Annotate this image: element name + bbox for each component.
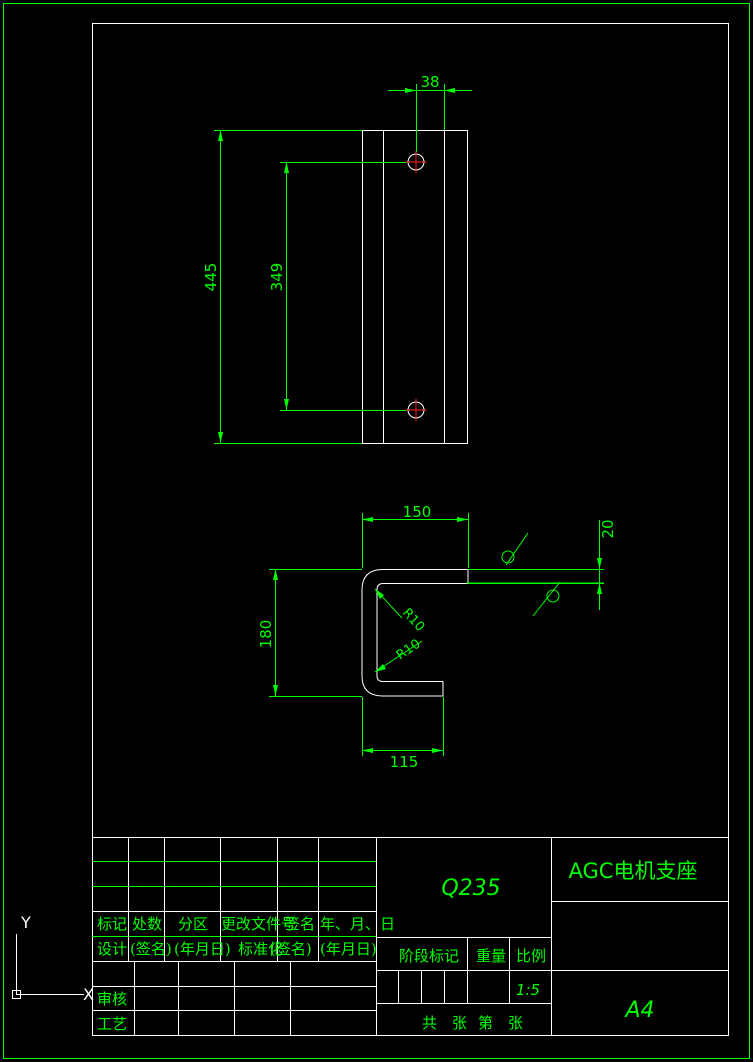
hdr-count: 处数	[132, 915, 162, 933]
standard-label: 标准化	[238, 940, 283, 958]
weld-symbol	[466, 532, 604, 617]
dim-349-label: 349	[268, 263, 286, 292]
radius-bottom-label: R10	[394, 637, 424, 664]
scale-value: 1:5	[516, 981, 540, 999]
dim-150: 150	[362, 503, 469, 568]
hole-top	[405, 151, 427, 173]
dim-115: 115	[362, 697, 444, 771]
sheet-unit-1: 张	[452, 1014, 467, 1032]
standard-date: (年月日)	[320, 940, 377, 958]
revision-header-row: 标记 处数 分区 更改文件号 签名 年、月、日	[97, 915, 395, 933]
ucs-icon: Y X	[12, 913, 94, 1004]
sheet-no-label: 第	[478, 1014, 493, 1032]
dim-445: 445	[202, 130, 362, 444]
radius-top-label: R10	[399, 606, 427, 635]
dim-20-label: 20	[599, 519, 617, 538]
design-label: 设计	[97, 940, 127, 958]
dim-180: 180	[257, 569, 362, 697]
dim-115-label: 115	[390, 753, 419, 771]
hdr-zone: 分区	[178, 915, 208, 933]
front-view	[362, 130, 468, 444]
outer-frame	[3, 3, 750, 1059]
material-label: Q235	[441, 876, 500, 901]
hdr-sign: 签名	[285, 915, 315, 933]
ratio-label: 比例	[516, 947, 546, 965]
sheet-unit-2: 张	[508, 1014, 523, 1032]
hdr-change-doc: 更改文件号	[221, 915, 296, 933]
design-row: 设计 (签名) (年月日) 标准化 (签名) (年月日)	[97, 940, 377, 958]
dim-20: 20	[597, 519, 617, 610]
review-label: 审核	[97, 990, 127, 1008]
hdr-date: 年、月、日	[320, 915, 395, 933]
stage-mark-label: 阶段标记	[399, 947, 459, 965]
part-name: AGC电机支座	[569, 859, 698, 883]
ucs-x-label: X	[83, 985, 94, 1004]
inner-frame	[92, 23, 729, 1036]
design-date: (年月日)	[174, 940, 231, 958]
weight-label: 重量	[476, 947, 506, 965]
title-block	[92, 837, 729, 1036]
dim-445-label: 445	[202, 263, 220, 292]
sheet-count-row: 共 张 第 张	[422, 1014, 523, 1032]
dim-150-label: 150	[403, 503, 432, 521]
dim-38-label: 38	[420, 73, 439, 91]
radius-top: R10	[374, 588, 427, 635]
process-label: 工艺	[97, 1015, 127, 1033]
hole-bottom	[405, 399, 427, 421]
hdr-mark: 标记	[97, 915, 127, 933]
radius-bottom: R10	[374, 637, 424, 673]
dim-180-label: 180	[257, 620, 275, 649]
design-sign: (签名)	[130, 940, 172, 958]
dim-38: 38	[388, 73, 472, 152]
sheet-total-label: 共	[422, 1014, 437, 1032]
ucs-y-label: Y	[20, 913, 31, 932]
section-profile	[361, 569, 469, 697]
plate-outline	[362, 130, 468, 444]
dim-349: 349	[268, 162, 406, 411]
standard-sign: (签名)	[270, 940, 312, 958]
sheet-size: A4	[623, 998, 654, 1023]
